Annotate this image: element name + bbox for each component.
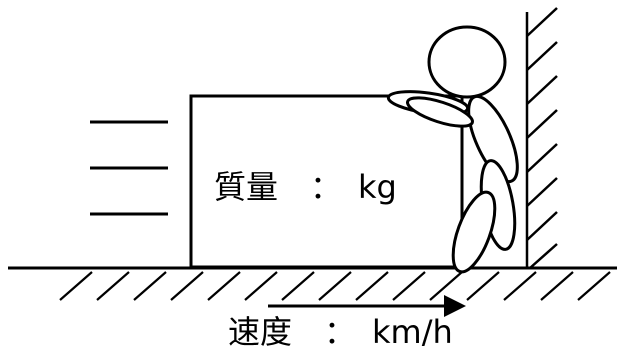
person-head: [427, 25, 507, 99]
velocity-label: 速度 ： km/h: [228, 313, 453, 351]
velocity-arrow-head: [444, 295, 466, 317]
ground-hatching: [59, 271, 611, 301]
person-arm-lower: [406, 96, 474, 128]
wall-hatching: [526, 7, 558, 269]
velocity-arrow: [268, 295, 466, 317]
wall: [525, 7, 558, 269]
person-leg-lower: [451, 190, 497, 274]
motion-lines: [90, 120, 168, 216]
box-mass-label: 質量 ： kg: [214, 168, 397, 206]
box: [189, 94, 464, 269]
person-torso: [467, 94, 519, 184]
person-figure: [386, 25, 519, 274]
ground: [8, 266, 617, 301]
